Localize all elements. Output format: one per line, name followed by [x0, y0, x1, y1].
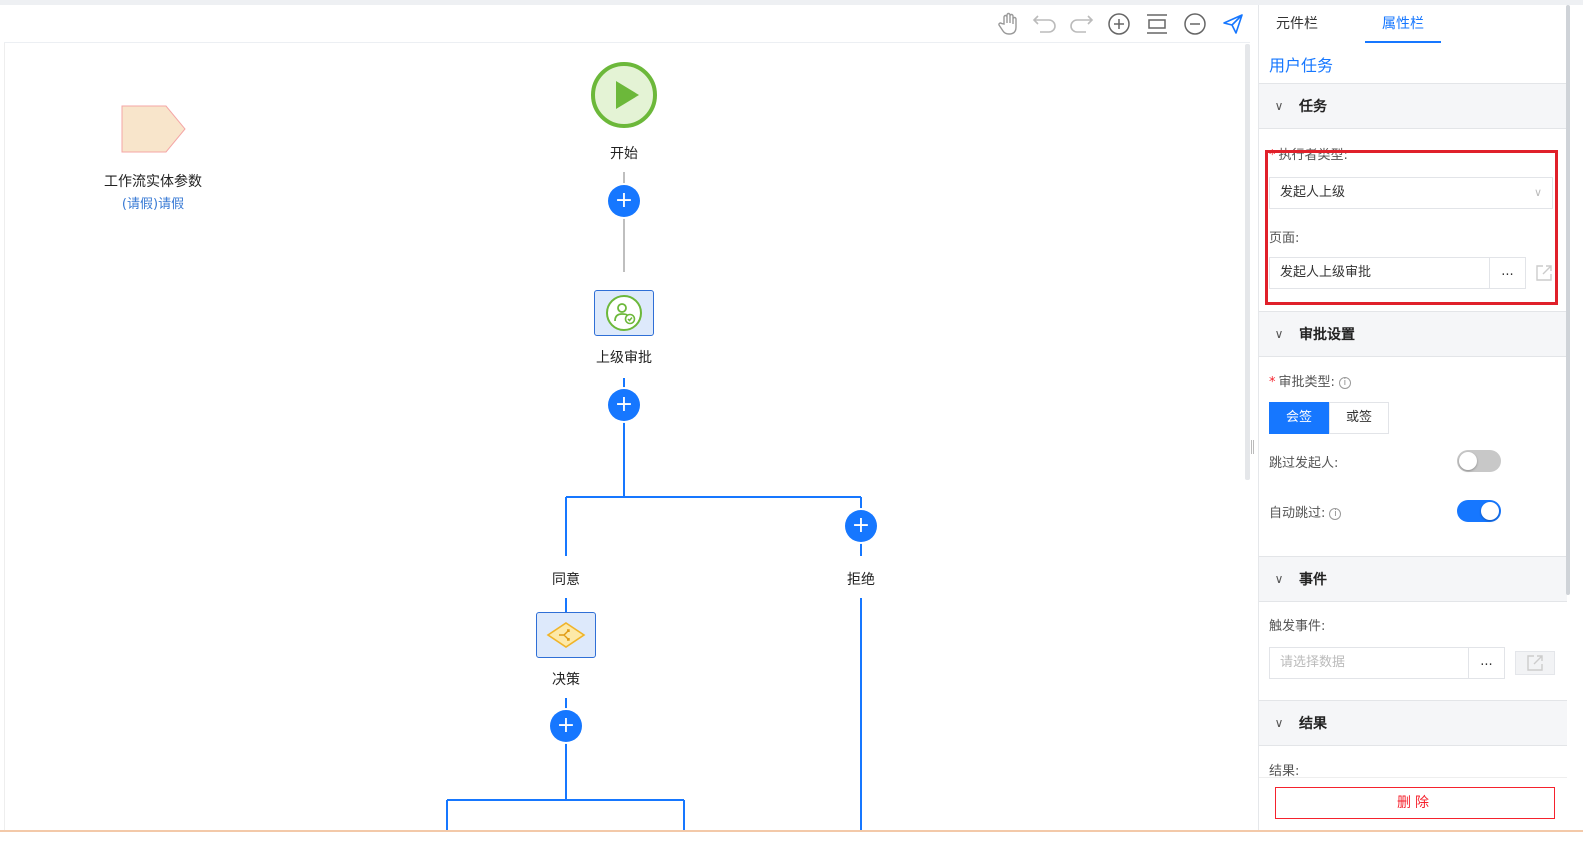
decision-icon: [546, 622, 586, 648]
executor-type-select[interactable]: 发起人上级 ∨: [1269, 177, 1553, 209]
plus-icon: +: [851, 513, 871, 538]
decision-node[interactable]: [536, 612, 596, 658]
page-label: 页面:: [1269, 231, 1300, 246]
add-node-button[interactable]: +: [608, 185, 640, 217]
properties-panel: 元件栏 属性栏 用户任务 ∨ 任务 *执行者类型: 发起人上级 ∨ 页面: 发起…: [1258, 5, 1567, 831]
section-title: 结果: [1299, 716, 1327, 732]
supervisor-approval-label: 上级审批: [596, 350, 652, 366]
canvas-scrollbar[interactable]: [1245, 44, 1250, 480]
panel-tabs: 元件栏 属性栏: [1259, 5, 1567, 43]
section-title: 审批设置: [1299, 327, 1355, 343]
plus-icon: +: [614, 392, 634, 417]
approval-type-or-sign[interactable]: 或签: [1329, 402, 1389, 434]
chevron-down-icon: ∨: [1274, 572, 1284, 586]
hand-icon[interactable]: [996, 11, 1022, 37]
auto-skip-label: 自动跳过:i: [1269, 502, 1342, 521]
send-icon[interactable]: [1220, 11, 1246, 37]
top-border: [0, 0, 1583, 5]
panel-resize-handle[interactable]: [1251, 440, 1254, 454]
undo-icon[interactable]: [1032, 11, 1058, 37]
entity-param-link[interactable]: (请假)请假: [121, 197, 185, 212]
agree-branch-label[interactable]: 同意: [550, 569, 582, 589]
chevron-down-icon: ∨: [1274, 716, 1284, 730]
approval-type-label: *审批类型:i: [1269, 371, 1351, 390]
fit-icon[interactable]: [1144, 11, 1170, 37]
info-icon[interactable]: i: [1338, 376, 1351, 389]
play-icon: [616, 81, 639, 109]
bottom-border: [0, 830, 1583, 832]
decision-label: 决策: [552, 672, 580, 688]
chevron-down-icon: ∨: [1274, 327, 1284, 341]
plus-icon: +: [614, 188, 634, 213]
start-node-label: 开始: [610, 146, 638, 162]
section-title: 任务: [1299, 99, 1327, 115]
auto-skip-toggle[interactable]: [1457, 500, 1501, 522]
user-task-node[interactable]: [594, 290, 654, 336]
skip-initiator-toggle[interactable]: [1457, 450, 1501, 472]
trigger-event-input[interactable]: 请选择数据: [1269, 647, 1469, 679]
canvas-toolbar: [4, 5, 1250, 43]
approval-type-countersign[interactable]: 会签: [1269, 402, 1329, 434]
plus-icon: +: [556, 713, 576, 738]
delete-button[interactable]: 删除: [1275, 787, 1555, 819]
page-input[interactable]: 发起人上级审批: [1269, 257, 1490, 289]
trigger-event-label: 触发事件:: [1269, 619, 1326, 634]
entity-param-shape: [121, 105, 186, 153]
tab-properties[interactable]: 属性栏: [1365, 5, 1441, 43]
reject-branch-label[interactable]: 拒绝: [845, 569, 877, 589]
section-task-header[interactable]: ∨ 任务: [1259, 83, 1567, 129]
add-node-button[interactable]: +: [608, 389, 640, 421]
chevron-down-icon: ∨: [1274, 99, 1284, 113]
result-label: 结果:: [1269, 764, 1300, 779]
zoom-out-icon[interactable]: [1182, 11, 1208, 37]
trigger-event-picker-button[interactable]: ...: [1469, 647, 1505, 679]
add-node-button[interactable]: +: [550, 710, 582, 742]
info-icon[interactable]: i: [1329, 507, 1342, 520]
flow-connectors: [121, 62, 862, 831]
section-title: 事件: [1299, 572, 1327, 588]
page-picker-button[interactable]: ...: [1490, 257, 1526, 289]
chevron-down-icon: ∨: [1533, 186, 1542, 199]
panel-scrollbar[interactable]: [1566, 5, 1570, 595]
add-node-button[interactable]: +: [845, 510, 877, 542]
external-link-icon[interactable]: [1533, 262, 1555, 284]
skip-initiator-label: 跳过发起人:: [1269, 456, 1339, 471]
section-approval-header[interactable]: ∨ 审批设置: [1259, 311, 1567, 357]
executor-type-label: *执行者类型:: [1269, 148, 1348, 163]
tab-components[interactable]: 元件栏: [1276, 16, 1318, 32]
node-type-title: 用户任务: [1269, 56, 1334, 75]
zoom-in-icon[interactable]: [1106, 11, 1132, 37]
section-events-header[interactable]: ∨ 事件: [1259, 556, 1567, 602]
user-check-icon: [606, 295, 642, 331]
entity-param-title: 工作流实体参数: [104, 174, 202, 190]
external-link-icon[interactable]: [1515, 651, 1555, 675]
section-result-header[interactable]: ∨ 结果: [1259, 700, 1567, 746]
redo-icon[interactable]: [1068, 11, 1094, 37]
